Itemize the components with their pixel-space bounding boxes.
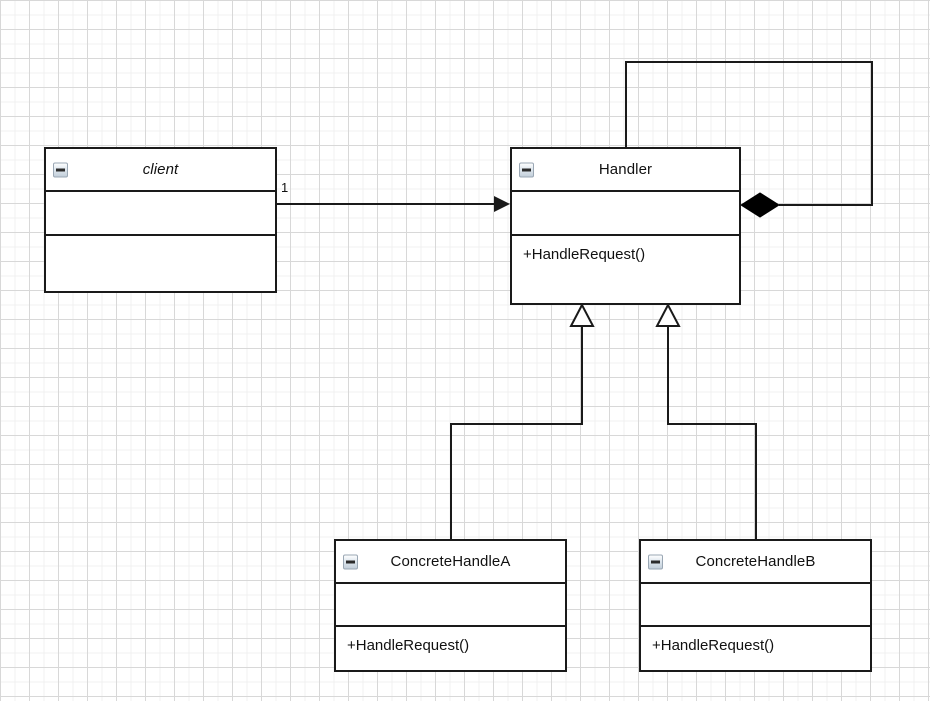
multiplicity-label-1: 1 [281,180,289,195]
edge-a-inherits-handler[interactable] [450,302,595,539]
generalization-line-a [450,325,583,539]
operation-item: +HandleRequest() [523,246,646,263]
minus-box-icon[interactable] [53,162,68,177]
class-name-concrete-handle-a: ConcreteHandleA [390,553,511,570]
hollow-triangle-head-b [655,302,681,327]
class-box-handler[interactable]: Handler +HandleRequest() [510,147,741,305]
hollow-triangle-head-a [569,302,595,327]
class-attributes-client [46,190,275,234]
class-operations-concrete-handle-a: +HandleRequest() [336,625,565,670]
class-attributes-handler [512,190,739,234]
operation-item: +HandleRequest() [347,637,470,654]
class-name-handler: Handler [598,161,653,178]
minus-box-icon[interactable] [519,162,534,177]
class-box-concrete-handle-b[interactable]: ConcreteHandleB +HandleRequest() [639,539,872,672]
class-header-handler: Handler [512,149,739,190]
generalization-line-b [667,325,757,539]
class-name-concrete-handle-b: ConcreteHandleB [695,553,816,570]
class-header-client: client [46,149,275,190]
class-attributes-concrete-handle-a [336,582,565,625]
minus-box-icon[interactable] [648,554,663,569]
filled-arrow-head [494,196,510,212]
class-operations-concrete-handle-b: +HandleRequest() [641,625,870,670]
filled-diamond-head [740,192,780,218]
class-attributes-concrete-handle-b [641,582,870,625]
class-operations-handler: +HandleRequest() [512,234,739,303]
class-header-concrete-handle-a: ConcreteHandleA [336,541,565,582]
class-name-client: client [142,161,179,178]
minus-box-icon[interactable] [343,554,358,569]
class-operations-client [46,234,275,293]
edge-client-to-handler[interactable] [277,196,510,212]
class-box-client[interactable]: client [44,147,277,293]
edge-b-inherits-handler[interactable] [655,302,757,539]
class-header-concrete-handle-b: ConcreteHandleB [641,541,870,582]
operation-item: +HandleRequest() [652,637,775,654]
class-box-concrete-handle-a[interactable]: ConcreteHandleA +HandleRequest() [334,539,567,672]
